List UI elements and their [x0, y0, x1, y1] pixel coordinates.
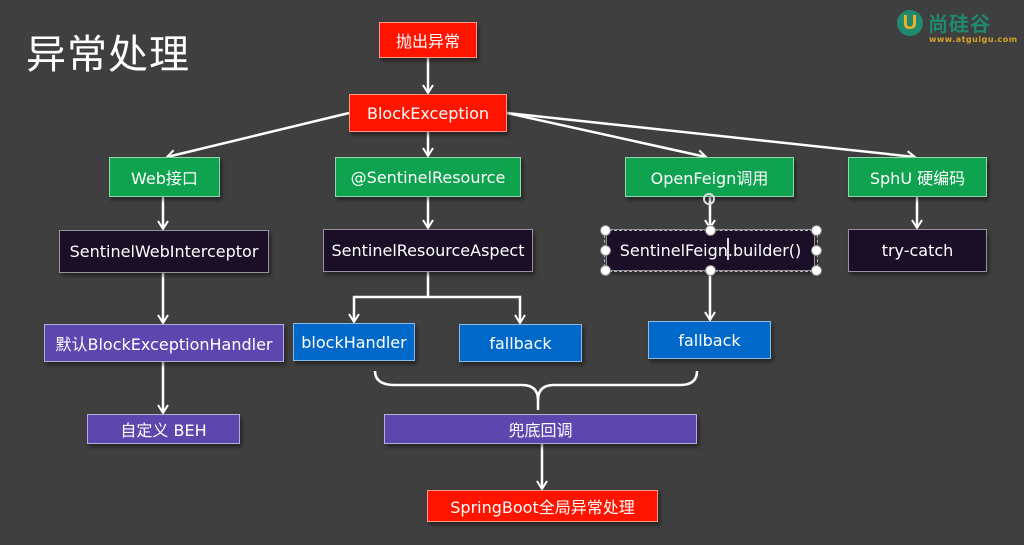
node-sentinel-resource[interactable]: @SentinelResource — [335, 157, 521, 197]
node-fallback-feign[interactable]: fallback — [648, 321, 771, 359]
arrow-aspect-to-fallback — [428, 295, 526, 325]
resize-handle-bottom-right[interactable] — [811, 265, 822, 276]
resize-handle-top[interactable] — [705, 225, 716, 236]
logo-url: www.atguigu.com — [929, 35, 1018, 44]
node-global-handler[interactable]: SpringBoot全局异常处理 — [427, 490, 658, 522]
brace-fallback-group — [373, 370, 699, 401]
node-openfeign[interactable]: OpenFeign调用 — [625, 157, 794, 197]
resize-handle-left[interactable] — [600, 245, 611, 256]
node-throw-exception[interactable]: 抛出异常 — [379, 22, 477, 58]
resize-handle-right[interactable] — [811, 245, 822, 256]
node-web-interceptor[interactable]: SentinelWebInterceptor — [59, 230, 269, 273]
arrow-blockexception-to-openfeign — [506, 111, 708, 162]
node-fallback-group[interactable]: 兜底回调 — [384, 414, 697, 444]
logo-mark-icon: U — [897, 10, 923, 36]
arrow-blockexception-to-sphu — [506, 111, 917, 163]
node-default-handler[interactable]: 默认BlockExceptionHandler — [44, 324, 284, 362]
logo-name: 尚硅谷 — [928, 12, 991, 36]
node-feign-builder[interactable]: SentinelFeign.builder() — [606, 229, 815, 271]
arrow-aspect-to-blockhandler — [348, 272, 430, 324]
slide-title: 异常处理 — [26, 32, 190, 78]
resize-handle-top-right[interactable] — [811, 225, 822, 236]
node-custom-beh[interactable]: 自定义 BEH — [87, 414, 240, 444]
node-sphu[interactable]: SphU 硬编码 — [848, 157, 987, 197]
node-try-catch[interactable]: try-catch — [848, 229, 987, 272]
node-resource-aspect[interactable]: SentinelResourceAspect — [323, 229, 533, 272]
resize-handle-top-left[interactable] — [600, 225, 611, 236]
node-fallback-resource[interactable]: fallback — [459, 324, 582, 362]
resize-handle-bottom-left[interactable] — [600, 265, 611, 276]
resize-handle-bottom[interactable] — [705, 265, 716, 276]
arrow-blockexception-to-web — [165, 111, 350, 161]
node-block-handler[interactable]: blockHandler — [293, 323, 415, 361]
rotate-handle-icon[interactable] — [703, 193, 715, 205]
atguigu-logo: U 尚硅谷 www.atguigu.com — [897, 8, 1017, 48]
node-web-api[interactable]: Web接口 — [109, 157, 220, 197]
node-block-exception[interactable]: BlockException — [349, 94, 507, 132]
text-cursor-icon — [727, 238, 729, 260]
